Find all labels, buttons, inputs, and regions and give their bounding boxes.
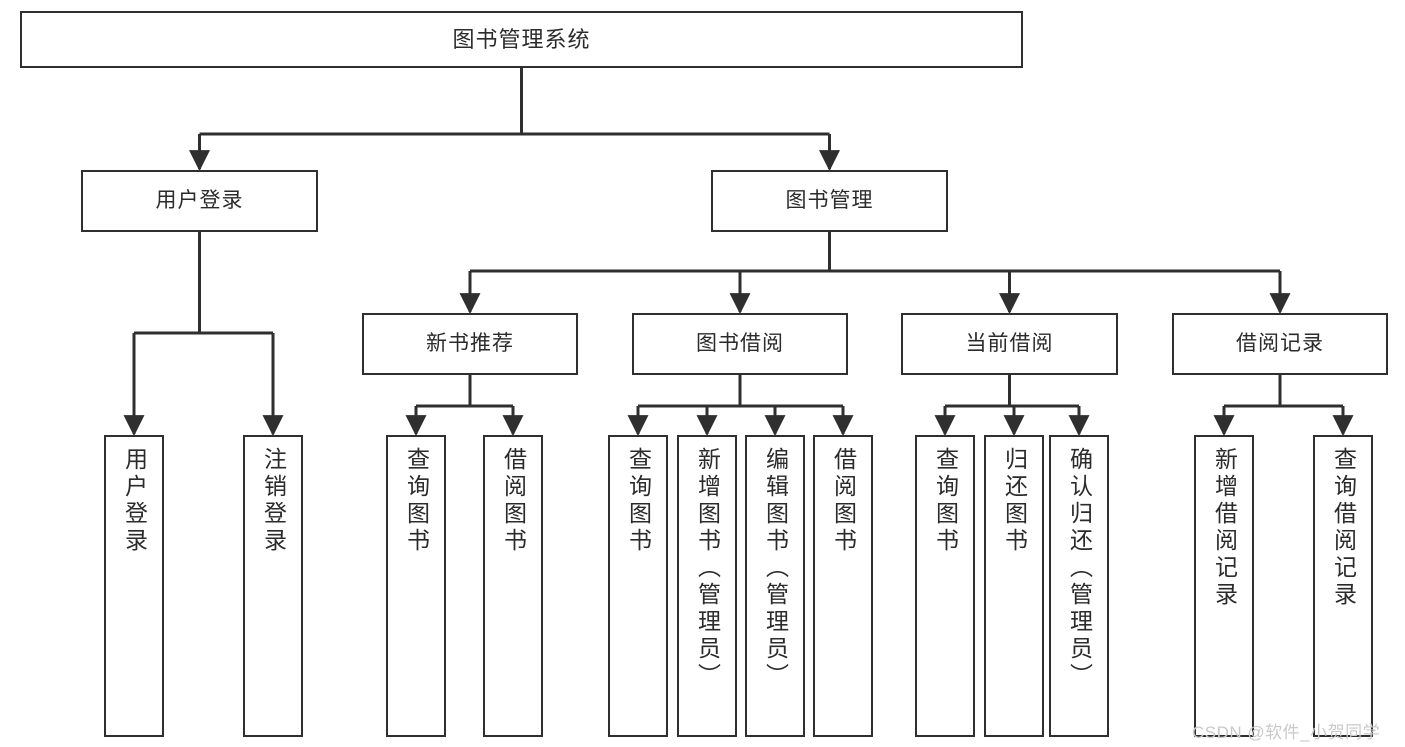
node-label: 图书管理系统 <box>452 26 591 52</box>
node-leaf-user-login[interactable]: 用户登录 <box>104 435 164 737</box>
node-leaf-return-book[interactable]: 归还图书 <box>984 435 1044 737</box>
node-label: 新增借阅记录 <box>1211 447 1238 609</box>
node-current-borrow[interactable]: 当前借阅 <box>901 313 1118 375</box>
node-new-book-recommend[interactable]: 新书推荐 <box>362 313 578 375</box>
node-label: 图书管理 <box>785 188 874 212</box>
node-label: 注销登录 <box>260 447 287 555</box>
node-leaf-borrow-book-1[interactable]: 借阅图书 <box>483 435 543 737</box>
node-label: 新书推荐 <box>426 331 514 355</box>
node-label: 当前借阅 <box>965 331 1054 355</box>
node-label: 用户登录 <box>121 447 148 555</box>
node-book-borrow[interactable]: 图书借阅 <box>632 313 848 375</box>
node-label: 图书借阅 <box>696 331 784 355</box>
node-leaf-query-book-1[interactable]: 查询图书 <box>386 435 446 737</box>
node-borrow-record[interactable]: 借阅记录 <box>1172 313 1388 375</box>
node-label: 查询图书 <box>403 447 430 555</box>
node-label: 查询图书 <box>932 447 959 555</box>
node-label: 借阅图书 <box>830 447 857 555</box>
node-user-login[interactable]: 用户登录 <box>81 170 318 232</box>
node-leaf-add-book[interactable]: 新增图书（管理员） <box>677 435 737 737</box>
node-leaf-confirm-return[interactable]: 确认归还（管理员） <box>1049 435 1109 737</box>
node-label: 查询图书 <box>625 447 652 555</box>
node-leaf-query-book-3[interactable]: 查询图书 <box>915 435 975 737</box>
node-leaf-query-book-2[interactable]: 查询图书 <box>608 435 668 737</box>
node-root[interactable]: 图书管理系统 <box>20 11 1023 68</box>
node-book-manage[interactable]: 图书管理 <box>711 170 948 232</box>
node-leaf-query-record[interactable]: 查询借阅记录 <box>1313 435 1373 737</box>
node-label: 借阅记录 <box>1236 331 1324 355</box>
csdn-watermark: CSDN @软件_小贺同学 <box>1192 723 1381 742</box>
node-label: 归还图书 <box>1001 447 1028 555</box>
node-label: 编辑图书（管理员） <box>762 447 789 690</box>
node-label: 查询借阅记录 <box>1330 447 1357 609</box>
node-leaf-borrow-book-2[interactable]: 借阅图书 <box>813 435 873 737</box>
node-label: 确认归还（管理员） <box>1066 447 1093 690</box>
node-label: 新增图书（管理员） <box>694 447 721 690</box>
node-label: 用户登录 <box>155 188 244 212</box>
node-leaf-add-record[interactable]: 新增借阅记录 <box>1194 435 1254 737</box>
node-leaf-edit-book[interactable]: 编辑图书（管理员） <box>745 435 805 737</box>
node-label: 借阅图书 <box>500 447 527 555</box>
node-leaf-logout[interactable]: 注销登录 <box>243 435 303 737</box>
